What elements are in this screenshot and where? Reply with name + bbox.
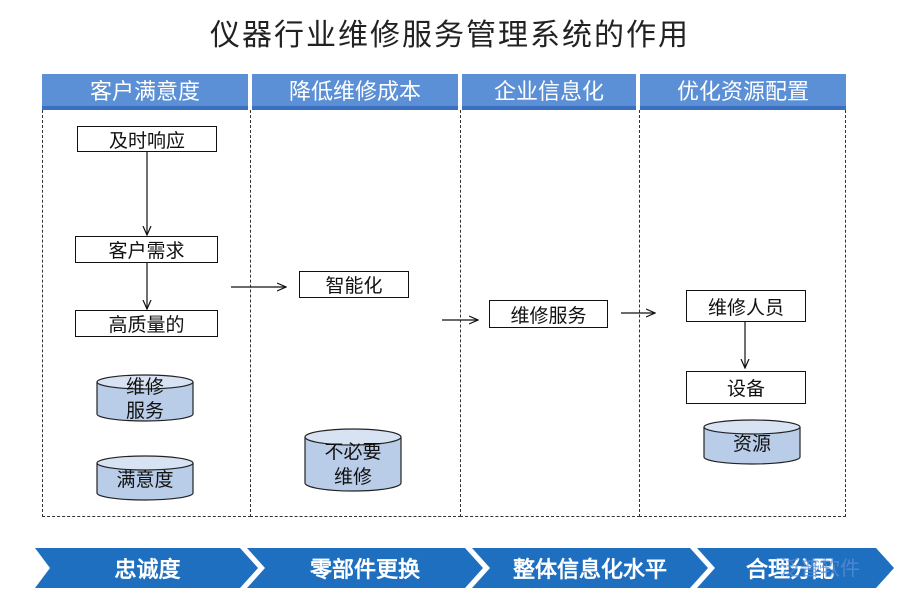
bottom-label-loyalty: 忠诚度	[114, 557, 181, 583]
watermark-logo: 泛普软件	[780, 556, 860, 580]
cylinder-text-line1: 维修	[125, 376, 164, 398]
box-customer-needs: 客户需求	[75, 236, 218, 263]
cylinder-text: 满意度	[116, 469, 174, 491]
box-repair-staff: 维修人员	[686, 290, 806, 322]
column-header-resource-optimization: 优化资源配置	[640, 74, 846, 110]
box-timely-response: 及时响应	[77, 126, 217, 152]
cylinder-unnecessary-repair: 不必要 维修	[304, 428, 402, 492]
box-equipment: 设备	[686, 371, 806, 404]
chevron-4	[697, 548, 894, 588]
cylinder-text-line2: 维修	[333, 466, 372, 488]
chevron-1	[35, 548, 258, 588]
column-header-informatization: 企业信息化	[462, 74, 636, 110]
bottom-label-rational-allocation: 合理分配	[745, 557, 834, 583]
cylinder-repair-service: 维修 服务	[96, 374, 194, 422]
cylinder-text-line2: 服务	[125, 400, 164, 422]
chevron-3	[472, 548, 708, 588]
panel-reduce-cost	[250, 110, 461, 517]
cylinder-satisfaction: 满意度	[96, 455, 194, 501]
cylinder-text-line1: 不必要	[324, 441, 382, 463]
box-intelligent: 智能化	[299, 271, 409, 298]
cylinder-text: 资源	[732, 433, 771, 455]
box-high-quality: 高质量的	[75, 310, 218, 337]
column-header-customer-satisfaction: 客户满意度	[42, 74, 248, 110]
page-title: 仪器行业维修服务管理系统的作用	[210, 18, 690, 53]
cylinder-resources: 资源	[703, 419, 801, 465]
bottom-label-informatization-level: 整体信息化水平	[512, 557, 667, 583]
column-header-reduce-cost: 降低维修成本	[252, 74, 458, 110]
bottom-label-parts-replacement: 零部件更换	[309, 557, 420, 583]
box-repair-service: 维修服务	[489, 300, 608, 328]
chevron-2	[247, 548, 483, 588]
panel-customer-satisfaction	[42, 110, 251, 517]
panel-resource-optimization	[639, 110, 846, 517]
